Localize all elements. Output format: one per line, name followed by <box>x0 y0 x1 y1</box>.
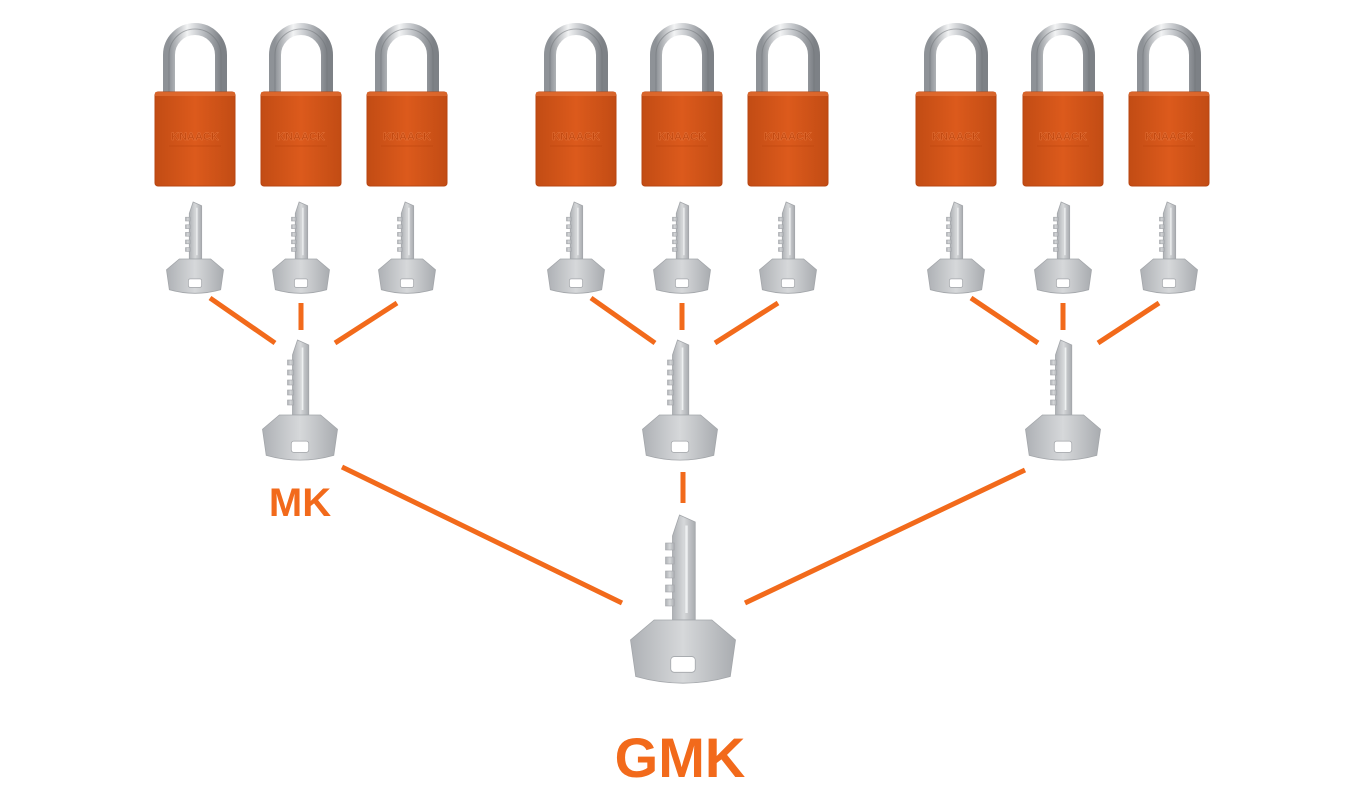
key-head <box>547 258 605 294</box>
padlock-3-3-icon: KNAACK <box>1128 23 1210 187</box>
padlock-2-2-icon: KNAACK <box>641 23 723 187</box>
key-hole <box>780 278 796 288</box>
shackle <box>1137 23 1201 95</box>
padlock-2-1-icon: KNAACK <box>535 23 617 187</box>
key-blade <box>1056 201 1071 260</box>
key-hole <box>1055 278 1071 288</box>
key-head <box>272 258 330 294</box>
padlock-row: KNAACK KNAACK KNAACK KNAACK KNAACK KNAACK KNAA… <box>154 23 1210 187</box>
brand-text: KNAACK <box>171 131 219 143</box>
connector-3-right <box>1096 300 1161 346</box>
change-key-3-3-icon <box>1140 201 1198 294</box>
key-blade <box>569 201 584 260</box>
shackle <box>1031 23 1095 95</box>
padlock-1-2-icon: KNAACK <box>260 23 342 187</box>
brand-text: KNAACK <box>764 131 812 143</box>
key-layer <box>166 201 1198 684</box>
key-hole <box>674 278 690 288</box>
key-hole <box>568 278 584 288</box>
change-key-1-1-icon <box>166 201 224 294</box>
change-key-3-2-icon <box>1034 201 1092 294</box>
shackle <box>375 23 439 95</box>
key-hole <box>290 440 310 453</box>
master-key-3-icon <box>1025 339 1101 461</box>
grand-master-key-icon <box>630 514 736 684</box>
key-head <box>759 258 817 294</box>
key-blade <box>781 201 796 260</box>
shackle <box>650 23 714 95</box>
key-hole <box>670 440 690 453</box>
master-key-1-icon <box>262 339 338 461</box>
key-head <box>262 414 338 461</box>
connector-2-left <box>589 295 657 346</box>
mk-label: MK <box>268 481 332 525</box>
change-key-2-3-icon <box>759 201 817 294</box>
key-head <box>653 258 711 294</box>
shackle <box>269 23 333 95</box>
key-hole <box>187 278 203 288</box>
key-blade <box>949 201 964 260</box>
connector-2-right <box>713 300 780 346</box>
key-blade <box>675 201 690 260</box>
change-key-2-2-icon <box>653 201 711 294</box>
brand-text: KNAACK <box>383 131 431 143</box>
key-head <box>1034 258 1092 294</box>
change-key-3-1-icon <box>927 201 985 294</box>
key-blade <box>188 201 203 260</box>
padlock-3-1-icon: KNAACK <box>915 23 997 187</box>
shackle <box>756 23 820 95</box>
shackle <box>924 23 988 95</box>
key-blade <box>672 339 690 416</box>
shackle <box>163 23 227 95</box>
key-head <box>1025 414 1101 461</box>
brand-text: KNAACK <box>932 131 980 143</box>
connector-1-left <box>208 295 277 346</box>
change-key-1-2-icon <box>272 201 330 294</box>
connector-mk1-gmk <box>340 464 624 606</box>
key-head <box>927 258 985 294</box>
change-key-2-1-icon <box>547 201 605 294</box>
connector-1-right <box>333 300 399 346</box>
key-head <box>630 619 736 684</box>
key-blade <box>1055 339 1073 416</box>
key-head <box>1140 258 1198 294</box>
padlock-3-2-icon: KNAACK <box>1022 23 1104 187</box>
padlock-2-3-icon: KNAACK <box>747 23 829 187</box>
key-hole <box>670 656 696 673</box>
key-hole <box>1161 278 1177 288</box>
key-blade <box>292 339 310 416</box>
key-head <box>166 258 224 294</box>
padlock-1-3-icon: KNAACK <box>366 23 448 187</box>
connector-mk3-gmk <box>743 467 1027 606</box>
key-blade <box>400 201 415 260</box>
brand-text: KNAACK <box>552 131 600 143</box>
key-head <box>642 414 718 461</box>
connector-lines <box>208 295 1161 606</box>
key-hole <box>1053 440 1073 453</box>
brand-text: KNAACK <box>658 131 706 143</box>
key-blade <box>1162 201 1177 260</box>
key-blade <box>294 201 309 260</box>
master-key-2-icon <box>642 339 718 461</box>
brand-text: KNAACK <box>277 131 325 143</box>
padlock-1-1-icon: KNAACK <box>154 23 236 187</box>
connector-3-left <box>969 295 1040 346</box>
key-head <box>378 258 436 294</box>
brand-text: KNAACK <box>1145 131 1193 143</box>
key-hole <box>948 278 964 288</box>
gmk-label: GMK <box>614 726 746 789</box>
brand-text: KNAACK <box>1039 131 1087 143</box>
key-blade <box>672 514 696 621</box>
key-hole <box>293 278 309 288</box>
key-hole <box>399 278 415 288</box>
change-key-1-3-icon <box>378 201 436 294</box>
shackle <box>544 23 608 95</box>
